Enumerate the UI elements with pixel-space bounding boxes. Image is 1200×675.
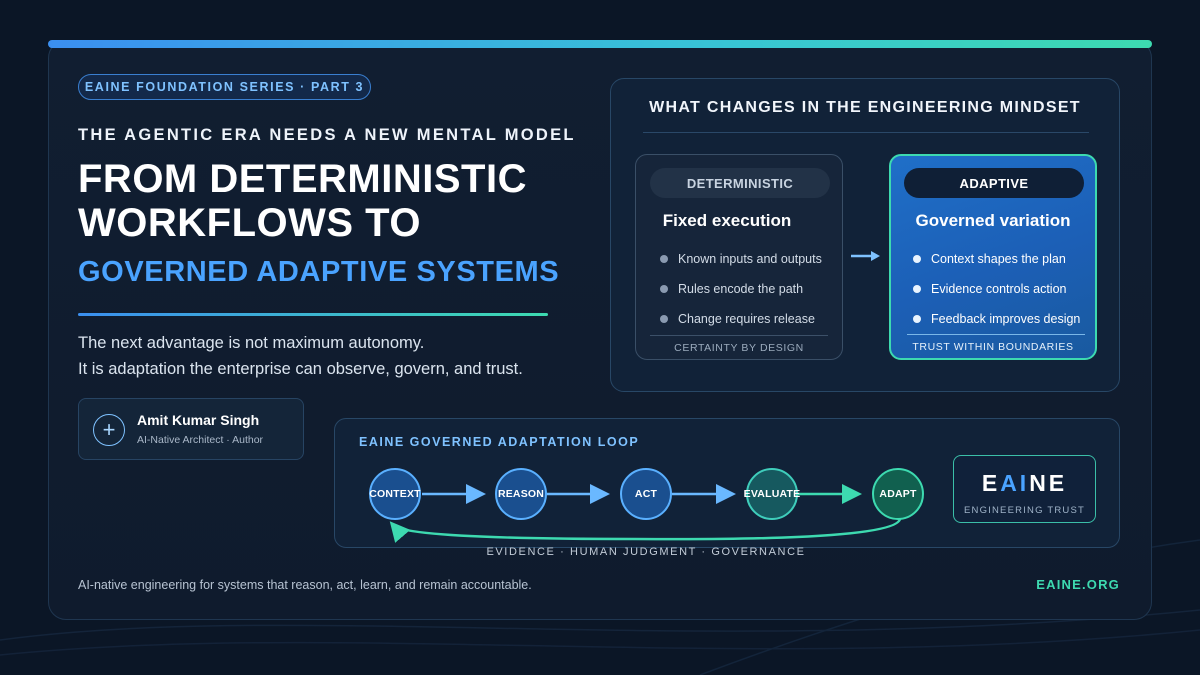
adaptive-label: ADAPTIVE xyxy=(904,168,1084,198)
list-item: Context shapes the plan xyxy=(913,249,1080,279)
body-text: The next advantage is not maximum autono… xyxy=(78,330,523,382)
adaptive-bullets: Context shapes the plan Evidence control… xyxy=(913,249,1080,339)
adaptive-footer-divider xyxy=(907,334,1085,335)
adaptive-heading: Governed variation xyxy=(915,211,1071,230)
headline-line-1: FROM DETERMINISTIC xyxy=(78,157,527,201)
loop-diagram xyxy=(369,468,924,543)
list-item: Known inputs and outputs xyxy=(660,249,822,279)
bullet-dot-icon xyxy=(660,315,668,323)
deterministic-label: DETERMINISTIC xyxy=(650,168,830,198)
author-role: AI-Native Architect · Author xyxy=(137,434,264,446)
brand-subtitle: ENGINEERING TRUST xyxy=(963,505,1086,516)
loop-return-arc xyxy=(389,518,902,543)
loop-node-label: EVALUATE xyxy=(743,488,801,500)
eaine-logo-badge: EAINE ENGINEERING TRUST xyxy=(953,455,1096,523)
loop-node-adapt xyxy=(872,468,924,520)
mindset-panel: WHAT CHANGES IN THE ENGINEERING MINDSET … xyxy=(610,78,1120,392)
eyebrow-title: THE AGENTIC ERA NEEDS A NEW MENTAL MODEL xyxy=(78,126,576,144)
headline-accent: GOVERNED ADAPTIVE SYSTEMS xyxy=(78,256,560,288)
mindset-title: WHAT CHANGES IN THE ENGINEERING MINDSET xyxy=(649,99,1081,116)
list-item: Feedback improves design xyxy=(913,309,1080,339)
bullet-dot-icon xyxy=(660,285,668,293)
deterministic-footer-divider xyxy=(650,335,828,336)
loop-node-label: ACT xyxy=(634,488,658,500)
bullet-dot-icon xyxy=(913,255,921,263)
top-accent-bar xyxy=(48,40,1152,48)
loop-node-label: REASON xyxy=(497,488,545,500)
mindset-title-divider xyxy=(643,132,1089,133)
bullet-dot-icon xyxy=(913,315,921,323)
deterministic-bullets: Known inputs and outputs Rules encode th… xyxy=(660,249,822,339)
deterministic-heading: Fixed execution xyxy=(662,211,792,230)
loop-title: EAINE GOVERNED ADAPTATION LOOP xyxy=(359,435,640,449)
adaptive-footer: TRUST WITHIN BOUNDARIES xyxy=(912,341,1074,353)
loop-node-label: CONTEXT xyxy=(369,488,421,500)
headline-line-2: WORKFLOWS TO xyxy=(78,201,421,245)
plus-icon: + xyxy=(93,414,125,446)
footer-url-link[interactable]: EAINE.ORG xyxy=(1036,577,1120,592)
eaine-logo: EAINE xyxy=(981,470,1068,496)
headline: FROM DETERMINISTIC WORKFLOWS TO xyxy=(78,157,527,245)
arrow-right-icon xyxy=(851,251,880,261)
adaptive-column: ADAPTIVE Governed variation Context shap… xyxy=(889,154,1097,360)
series-badge: EAINE FOUNDATION SERIES · PART 3 xyxy=(78,74,371,100)
loop-caption: EVIDENCE · HUMAN JUDGMENT · GOVERNANCE xyxy=(486,546,806,558)
loop-node-label: ADAPT xyxy=(879,488,917,500)
list-item: Evidence controls action xyxy=(913,279,1080,309)
loop-node-reason xyxy=(495,468,547,520)
footer-tagline: AI-native engineering for systems that r… xyxy=(78,578,532,592)
loop-node-act xyxy=(620,468,672,520)
gradient-divider xyxy=(78,313,548,316)
loop-node-evaluate xyxy=(746,468,798,520)
list-item: Change requires release xyxy=(660,309,822,339)
body-line-1: The next advantage is not maximum autono… xyxy=(78,334,425,352)
author-card: + Amit Kumar Singh AI-Native Architect ·… xyxy=(78,398,304,460)
bullet-dot-icon xyxy=(660,255,668,263)
list-item: Rules encode the path xyxy=(660,279,822,309)
body-line-2: It is adaptation the enterprise can obse… xyxy=(78,360,523,378)
deterministic-column: DETERMINISTIC Fixed execution Known inpu… xyxy=(635,154,843,360)
loop-node-context xyxy=(369,468,421,520)
deterministic-footer: CERTAINTY BY DESIGN xyxy=(674,342,804,354)
author-name: Amit Kumar Singh xyxy=(137,412,260,428)
bullet-dot-icon xyxy=(913,285,921,293)
